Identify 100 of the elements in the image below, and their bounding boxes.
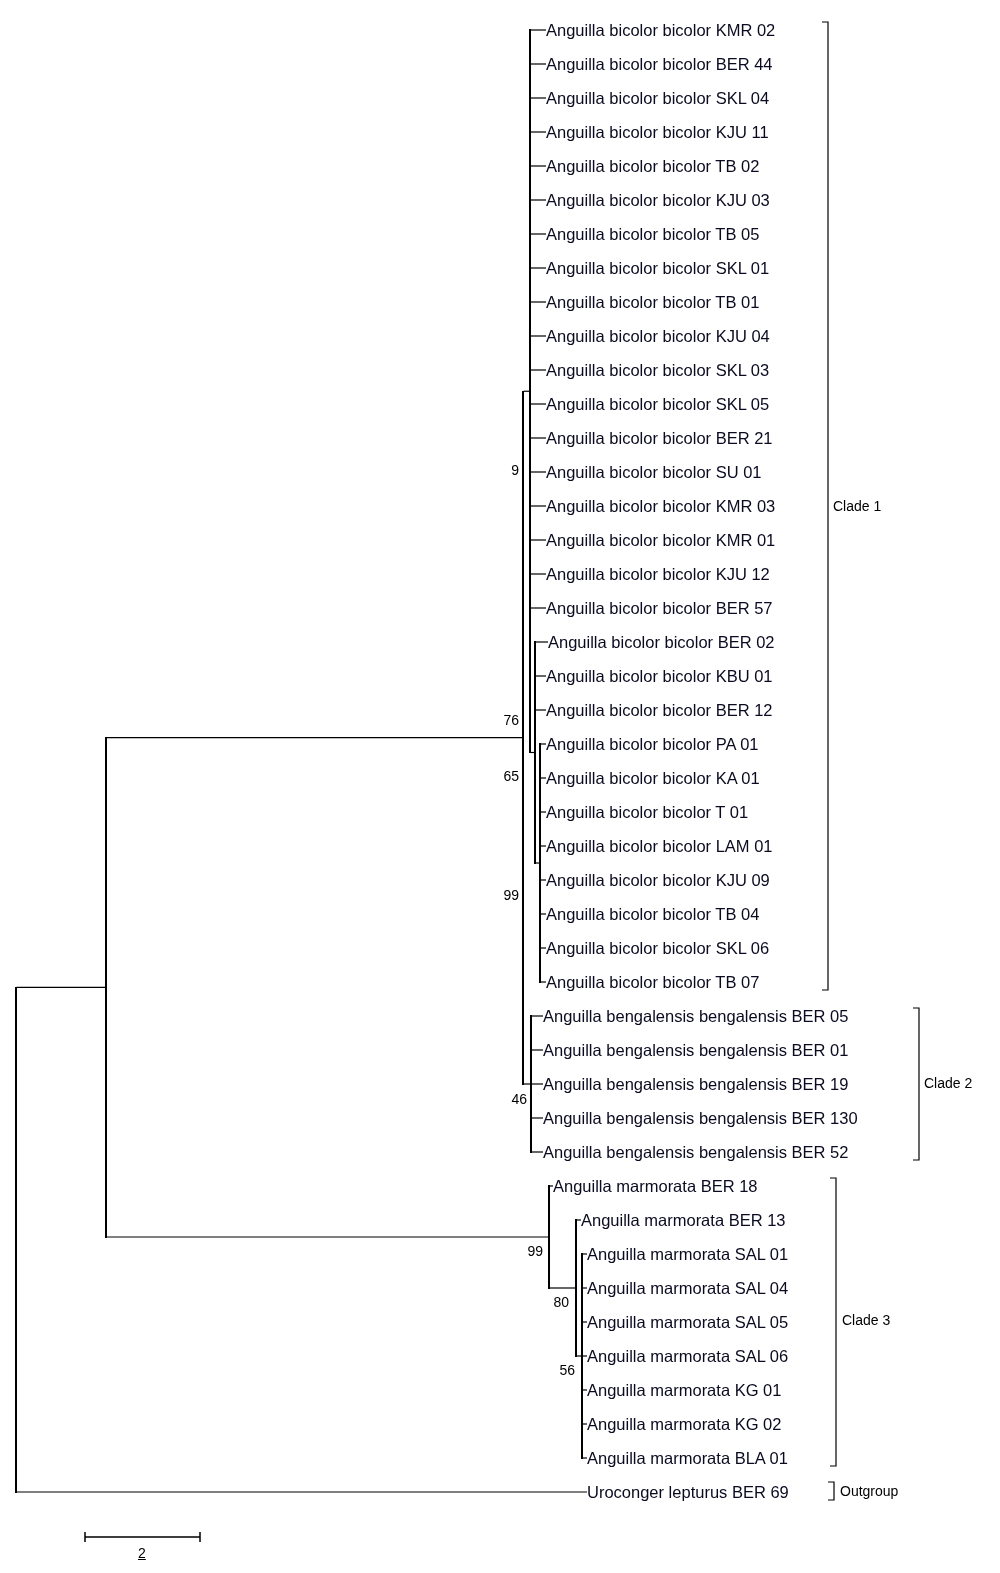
bootstrap-value: 99 xyxy=(503,887,519,903)
tree-branch xyxy=(539,913,547,915)
tree-branch xyxy=(529,471,547,473)
clade-branch-line xyxy=(15,986,17,1493)
taxon-label: Anguilla marmorata SAL 01 xyxy=(587,1244,789,1264)
taxon-label: Anguilla marmorata BLA 01 xyxy=(587,1448,788,1468)
tree-branch xyxy=(529,199,547,201)
taxon-label: Anguilla marmorata KG 02 xyxy=(587,1414,782,1434)
tree-branch xyxy=(529,751,535,754)
tree-branch xyxy=(539,981,547,983)
tree-branch xyxy=(105,737,523,739)
taxon-label: Anguilla bengalensis bengalensis BER 19 xyxy=(543,1074,849,1094)
taxon-label: Anguilla bicolor bicolor KJU 09 xyxy=(546,870,770,890)
taxon-label: Anguilla bicolor bicolor SU 01 xyxy=(546,462,762,482)
tree-branch xyxy=(529,437,547,439)
taxon-label: Anguilla bicolor bicolor SKL 06 xyxy=(546,938,770,958)
tree-branch xyxy=(530,1015,544,1017)
bootstrap-value: 76 xyxy=(503,712,519,728)
tree-branch xyxy=(534,641,549,643)
tree-branch xyxy=(529,607,547,609)
bootstrap-value: 46 xyxy=(511,1091,527,1107)
tree-branch xyxy=(529,539,547,541)
tree-branch xyxy=(529,29,547,31)
tree-branch xyxy=(529,573,547,575)
taxon-label: Anguilla bicolor bicolor KJU 12 xyxy=(546,564,770,584)
taxon-label: Anguilla marmorata KG 01 xyxy=(587,1380,782,1400)
taxon-label: Anguilla marmorata SAL 05 xyxy=(587,1312,789,1332)
tree-branch xyxy=(581,1389,588,1391)
tree-branch xyxy=(539,777,547,779)
taxon-label: Uroconger lepturus BER 69 xyxy=(587,1482,789,1502)
taxon-label: Anguilla bicolor bicolor KMR 01 xyxy=(546,530,776,550)
tree-branch xyxy=(575,1219,582,1221)
taxon-label: Anguilla bengalensis bengalensis BER 52 xyxy=(543,1142,849,1162)
tree-branch xyxy=(529,131,547,133)
taxon-label: Anguilla bengalensis bengalensis BER 01 xyxy=(543,1040,849,1060)
tree-branch xyxy=(529,233,547,235)
clade-branch-line xyxy=(581,1253,583,1459)
tree-branch xyxy=(15,1491,588,1493)
tree-branch xyxy=(581,1355,588,1357)
tree-branch xyxy=(581,1423,588,1425)
taxon-label: Anguilla bicolor bicolor LAM 01 xyxy=(546,836,773,856)
taxon-label: Anguilla bicolor bicolor KBU 01 xyxy=(546,666,773,686)
clade-label: Clade 1 xyxy=(833,498,882,514)
clade-branch-line xyxy=(530,1015,532,1153)
tree-branch xyxy=(529,165,547,167)
tree-branch xyxy=(529,403,547,405)
clade-label: Outgroup xyxy=(840,1483,899,1499)
bootstrap-value: 99 xyxy=(527,1243,543,1259)
taxon-label: Anguilla bengalensis bengalensis BER 130 xyxy=(543,1108,858,1128)
clade-branch-line xyxy=(539,743,541,983)
taxon-label: Anguilla marmorata SAL 06 xyxy=(587,1346,789,1366)
tree-branch xyxy=(529,335,547,337)
tree-branch xyxy=(522,1083,531,1085)
bootstrap-value: 80 xyxy=(553,1294,569,1310)
tree-branch xyxy=(530,1117,544,1119)
tree-branch xyxy=(529,97,547,99)
tree-branch xyxy=(581,1287,588,1289)
tree-branch xyxy=(534,862,540,864)
bootstrap-value: 65 xyxy=(503,768,519,784)
tree-branch xyxy=(539,845,547,847)
tree-branch xyxy=(522,390,530,392)
taxon-label: Anguilla marmorata SAL 04 xyxy=(587,1278,789,1298)
tree-branch xyxy=(530,1151,544,1153)
taxon-label: Anguilla bicolor bicolor TB 04 xyxy=(546,904,760,924)
taxon-label: Anguilla bicolor bicolor KJU 04 xyxy=(546,326,770,346)
taxon-label: Anguilla bicolor bicolor BER 12 xyxy=(546,700,773,720)
taxon-label: Anguilla bicolor bicolor KMR 02 xyxy=(546,20,776,40)
tree-branch xyxy=(529,369,547,371)
taxon-label: Anguilla bicolor bicolor PA 01 xyxy=(546,734,759,754)
taxon-label: Anguilla bicolor bicolor BER 44 xyxy=(546,54,773,74)
tree-branch xyxy=(539,879,547,881)
tree-branch xyxy=(581,1253,588,1255)
tree-branch xyxy=(548,1287,576,1289)
tree-branch xyxy=(529,267,547,269)
taxon-label: Anguilla bicolor bicolor TB 01 xyxy=(546,292,760,312)
clade-branch-line xyxy=(575,1219,577,1357)
clade-branch-line xyxy=(534,641,536,864)
tree-branch xyxy=(581,1321,588,1323)
clade-label: Clade 3 xyxy=(842,1312,891,1328)
tree-branch xyxy=(529,63,547,65)
scale-value: 2 xyxy=(138,1545,146,1561)
bootstrap-value: 56 xyxy=(559,1362,575,1378)
bootstrap-value: 9 xyxy=(511,462,519,478)
clade-branch-line xyxy=(529,29,531,754)
tree-branch xyxy=(539,947,547,949)
taxon-label: Anguilla bicolor bicolor KA 01 xyxy=(546,768,760,788)
taxon-label: Anguilla bicolor bicolor BER 57 xyxy=(546,598,773,618)
taxon-label: Anguilla bicolor bicolor SKL 03 xyxy=(546,360,770,380)
taxon-label: Anguilla bicolor bicolor SKL 05 xyxy=(546,394,770,414)
tree-branch xyxy=(581,1457,588,1459)
tree-branch xyxy=(529,301,547,303)
taxon-label: Anguilla bicolor bicolor KJU 11 xyxy=(546,122,769,142)
taxon-label: Anguilla bicolor bicolor KMR 03 xyxy=(546,496,776,516)
tree-branch xyxy=(575,1355,582,1357)
clade-branch-line xyxy=(548,1185,550,1289)
tree-branch xyxy=(529,505,547,507)
taxon-label: Anguilla bicolor bicolor SKL 01 xyxy=(546,258,770,278)
taxon-label: Anguilla bicolor bicolor KJU 03 xyxy=(546,190,770,210)
tree-branch xyxy=(539,743,547,745)
taxon-label: Anguilla bicolor bicolor TB 05 xyxy=(546,224,760,244)
